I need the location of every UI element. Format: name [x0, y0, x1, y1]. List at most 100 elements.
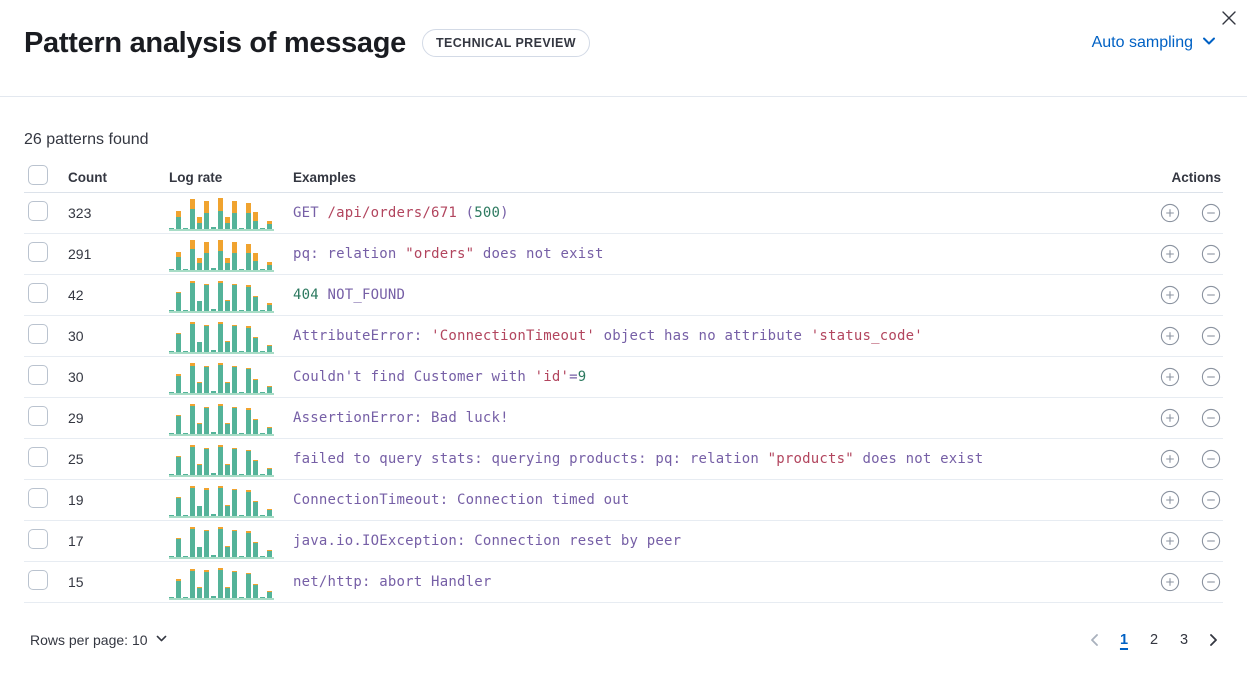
sparkline-bar — [253, 459, 258, 475]
sparkline-bar — [232, 447, 237, 475]
pattern-count: 291 — [68, 246, 92, 262]
sparkline-bar — [183, 473, 188, 475]
sparkline-bar — [246, 449, 251, 475]
pagination-next[interactable] — [1203, 632, 1223, 648]
filter-in-button[interactable] — [1160, 572, 1180, 592]
sparkline-bar — [211, 308, 216, 311]
sampling-dropdown[interactable]: Auto sampling — [1086, 32, 1223, 55]
row-checkbox[interactable] — [28, 529, 48, 549]
filter-out-button[interactable] — [1201, 531, 1221, 551]
example-token: AttributeError: — [293, 328, 432, 344]
sparkline-bar — [246, 407, 251, 434]
row-actions — [1131, 285, 1223, 305]
filter-out-button[interactable] — [1201, 572, 1221, 592]
pattern-count: 30 — [68, 369, 84, 385]
filter-out-button[interactable] — [1201, 203, 1221, 223]
sparkline-bar — [190, 362, 195, 393]
filter-in-button[interactable] — [1160, 449, 1180, 469]
chevron-down-icon — [155, 632, 168, 648]
filter-in-button[interactable] — [1160, 244, 1180, 264]
sparkline-bar — [267, 426, 272, 434]
sparkline-bar — [218, 239, 223, 270]
filter-out-button[interactable] — [1201, 326, 1221, 346]
sparkline-bar — [218, 567, 223, 598]
row-checkbox[interactable] — [28, 324, 48, 344]
sparkline-bar — [204, 324, 209, 352]
sparkline-bar — [239, 350, 244, 352]
sparkline-bar — [225, 463, 230, 475]
sparkline-bar — [169, 596, 174, 598]
filter-out-button[interactable] — [1201, 408, 1221, 428]
sparkline-bar — [225, 216, 230, 229]
pagination-page-3[interactable]: 3 — [1173, 628, 1195, 652]
pagination-page-2[interactable]: 2 — [1143, 628, 1165, 652]
filter-out-button[interactable] — [1201, 490, 1221, 510]
example-token: 9 — [577, 369, 587, 385]
sparkline-bar — [239, 391, 244, 393]
log-rate-sparkline — [169, 485, 274, 518]
sparkline-bar — [204, 200, 209, 229]
close-icon[interactable] — [1216, 5, 1242, 31]
pattern-example: AssertionError: Bad luck! — [293, 410, 1131, 426]
row-checkbox[interactable] — [28, 488, 48, 508]
select-all-checkbox[interactable] — [28, 165, 48, 185]
row-checkbox[interactable] — [28, 283, 48, 303]
filter-out-button[interactable] — [1201, 244, 1221, 264]
row-actions — [1131, 244, 1223, 264]
row-checkbox[interactable] — [28, 201, 48, 221]
log-rate-sparkline — [169, 280, 274, 313]
sparkline-bar — [246, 489, 251, 516]
rows-per-page-label: Rows per page: 10 — [30, 632, 148, 648]
sparkline-bar — [183, 227, 188, 229]
sparkline-bar — [169, 268, 174, 270]
rows-per-page-selector[interactable]: Rows per page: 10 — [24, 631, 174, 649]
row-checkbox[interactable] — [28, 570, 48, 590]
sparkline-bar — [253, 378, 258, 393]
sparkline-bar — [246, 530, 251, 557]
filter-in-button[interactable] — [1160, 408, 1180, 428]
sparkline-bar — [204, 406, 209, 434]
sparkline-bar — [225, 299, 230, 311]
filter-in-button[interactable] — [1160, 203, 1180, 223]
pattern-count: 323 — [68, 205, 92, 221]
pattern-example: ConnectionTimeout: Connection timed out — [293, 492, 1131, 508]
filter-in-button[interactable] — [1160, 367, 1180, 387]
sparkline-bar — [183, 432, 188, 434]
pagination-prev[interactable] — [1085, 632, 1105, 648]
example-token: GET — [293, 205, 328, 221]
filter-in-button[interactable] — [1160, 531, 1180, 551]
example-token: pq: relation — [293, 246, 406, 262]
sparkline-bar — [176, 373, 181, 393]
filter-in-button[interactable] — [1160, 326, 1180, 346]
sparkline-bar — [232, 570, 237, 598]
filter-in-button[interactable] — [1160, 490, 1180, 510]
filter-in-button[interactable] — [1160, 285, 1180, 305]
row-checkbox[interactable] — [28, 406, 48, 426]
sparkline-bar — [232, 365, 237, 393]
sparkline-bar — [176, 210, 181, 229]
filter-out-button[interactable] — [1201, 367, 1221, 387]
sparkline-bar — [176, 414, 181, 434]
row-checkbox[interactable] — [28, 242, 48, 262]
row-checkbox[interactable] — [28, 447, 48, 467]
pattern-example: failed to query stats: querying products… — [293, 451, 1131, 467]
pattern-count: 17 — [68, 533, 84, 549]
row-checkbox[interactable] — [28, 365, 48, 385]
pagination-page-1[interactable]: 1 — [1113, 628, 1135, 652]
example-token: 'status_code' — [810, 328, 923, 344]
sparkline-bar — [183, 514, 188, 516]
filter-out-button[interactable] — [1201, 285, 1221, 305]
filter-out-button[interactable] — [1201, 449, 1221, 469]
sparkline-bar — [232, 200, 237, 229]
sparkline-bar — [260, 350, 265, 352]
log-rate-sparkline — [169, 239, 274, 272]
pattern-example: 404 NOT_FOUND — [293, 287, 1131, 303]
sparkline-bar — [218, 280, 223, 311]
sparkline-bar — [176, 578, 181, 598]
